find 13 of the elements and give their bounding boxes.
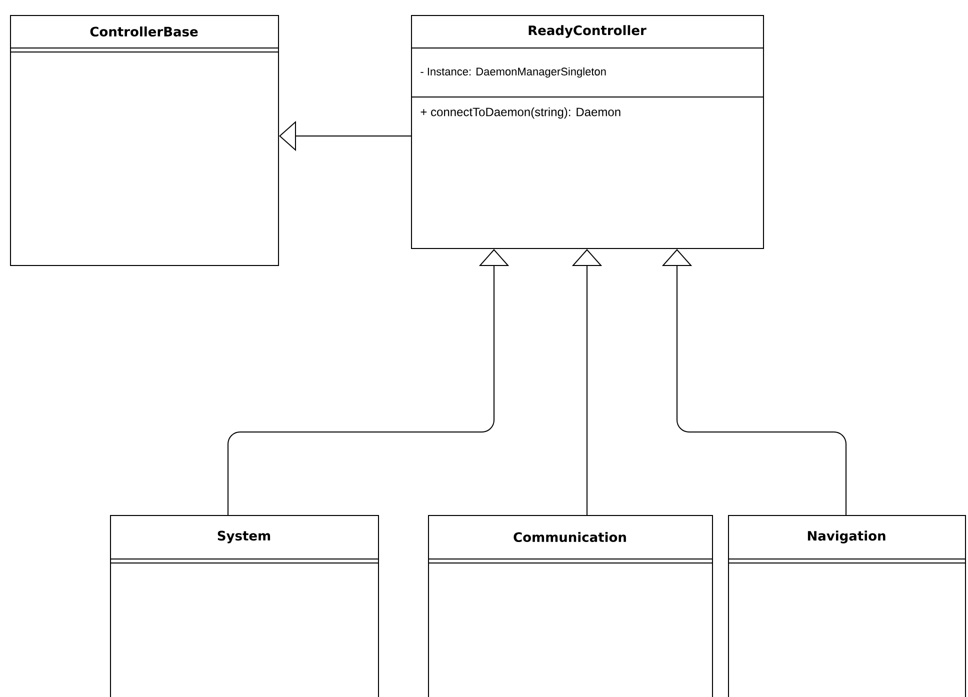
inheritance-arrow bbox=[662, 249, 846, 516]
class-name: ControllerBase bbox=[90, 26, 198, 37]
class-name: Communication bbox=[514, 532, 626, 542]
method-text: + connectToDaemon(string): Daemon bbox=[420, 107, 620, 119]
class-box bbox=[110, 515, 379, 697]
class-box bbox=[410, 15, 764, 249]
class-name: Navigation bbox=[808, 530, 886, 544]
class-name: ReadyController bbox=[528, 25, 646, 38]
class-box bbox=[728, 515, 966, 697]
class-box bbox=[428, 515, 713, 697]
class-name: System bbox=[218, 530, 270, 544]
attribute-text: - Instance: DaemonManagerSingleton bbox=[420, 67, 606, 78]
class-box bbox=[10, 15, 279, 266]
